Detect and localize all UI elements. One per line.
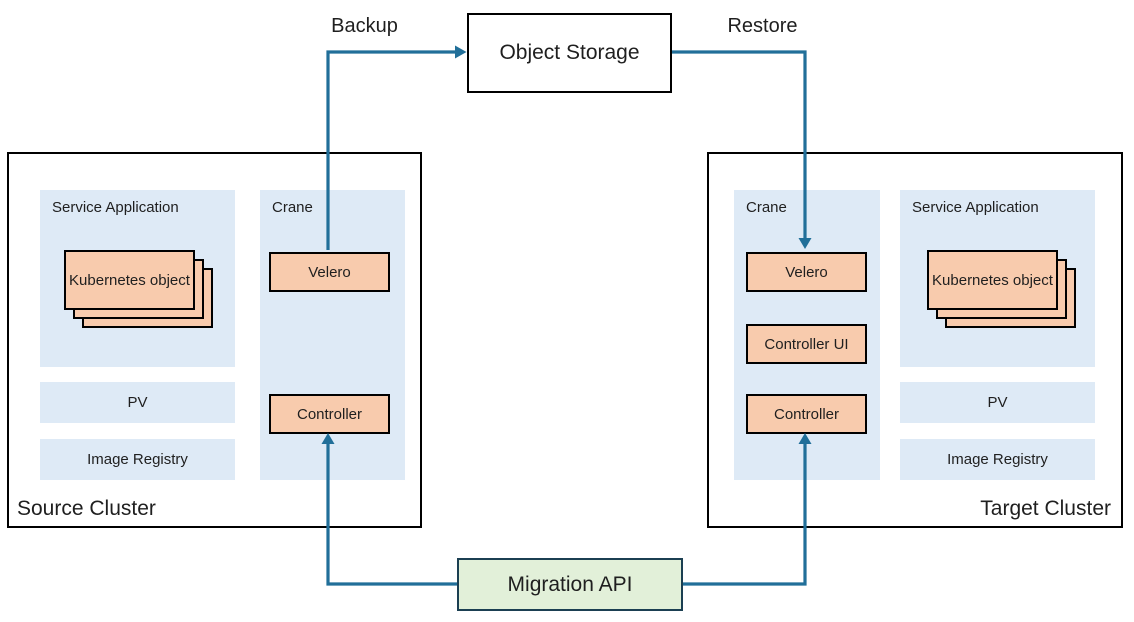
source-service-application-panel: Service Application Kubernetes object: [40, 190, 235, 367]
source-cluster-title: Source Cluster: [17, 497, 156, 520]
source-service-application-label: Service Application: [52, 199, 179, 216]
target-image-registry-panel: Image Registry: [900, 439, 1095, 480]
target-crane-panel: Crane Velero Controller UI Controller: [734, 190, 880, 480]
target-velero-box: Velero: [746, 252, 867, 292]
source-pv-panel: PV: [40, 382, 235, 423]
target-controller-box: Controller: [746, 394, 867, 434]
migration-api-label: Migration API: [507, 572, 633, 596]
migration-api-box: Migration API: [457, 558, 683, 611]
backup-label: Backup: [331, 15, 398, 37]
object-storage-label: Object Storage: [499, 41, 640, 64]
source-cluster-box: Service Application Kubernetes object PV…: [7, 152, 422, 528]
source-kubernetes-object-box: Kubernetes object: [64, 250, 195, 310]
target-controller-ui-box: Controller UI: [746, 324, 867, 364]
target-pv-panel: PV: [900, 382, 1095, 423]
source-image-registry-panel: Image Registry: [40, 439, 235, 480]
source-controller-box: Controller: [269, 394, 390, 434]
source-crane-panel: Crane Velero Controller: [260, 190, 405, 480]
target-crane-label: Crane: [746, 199, 787, 216]
object-storage-box: Object Storage: [467, 13, 672, 93]
target-cluster-box: Crane Velero Controller UI Controller Se…: [707, 152, 1123, 528]
restore-label: Restore: [727, 15, 798, 37]
target-service-application-panel: Service Application Kubernetes object: [900, 190, 1095, 367]
source-velero-box: Velero: [269, 252, 390, 292]
target-cluster-title: Target Cluster: [980, 497, 1111, 520]
target-service-application-label: Service Application: [912, 199, 1039, 216]
target-kubernetes-object-box: Kubernetes object: [927, 250, 1058, 310]
source-crane-label: Crane: [272, 199, 313, 216]
target-kubernetes-object-stack: Kubernetes object: [927, 250, 1076, 328]
source-kubernetes-object-stack: Kubernetes object: [64, 250, 213, 328]
